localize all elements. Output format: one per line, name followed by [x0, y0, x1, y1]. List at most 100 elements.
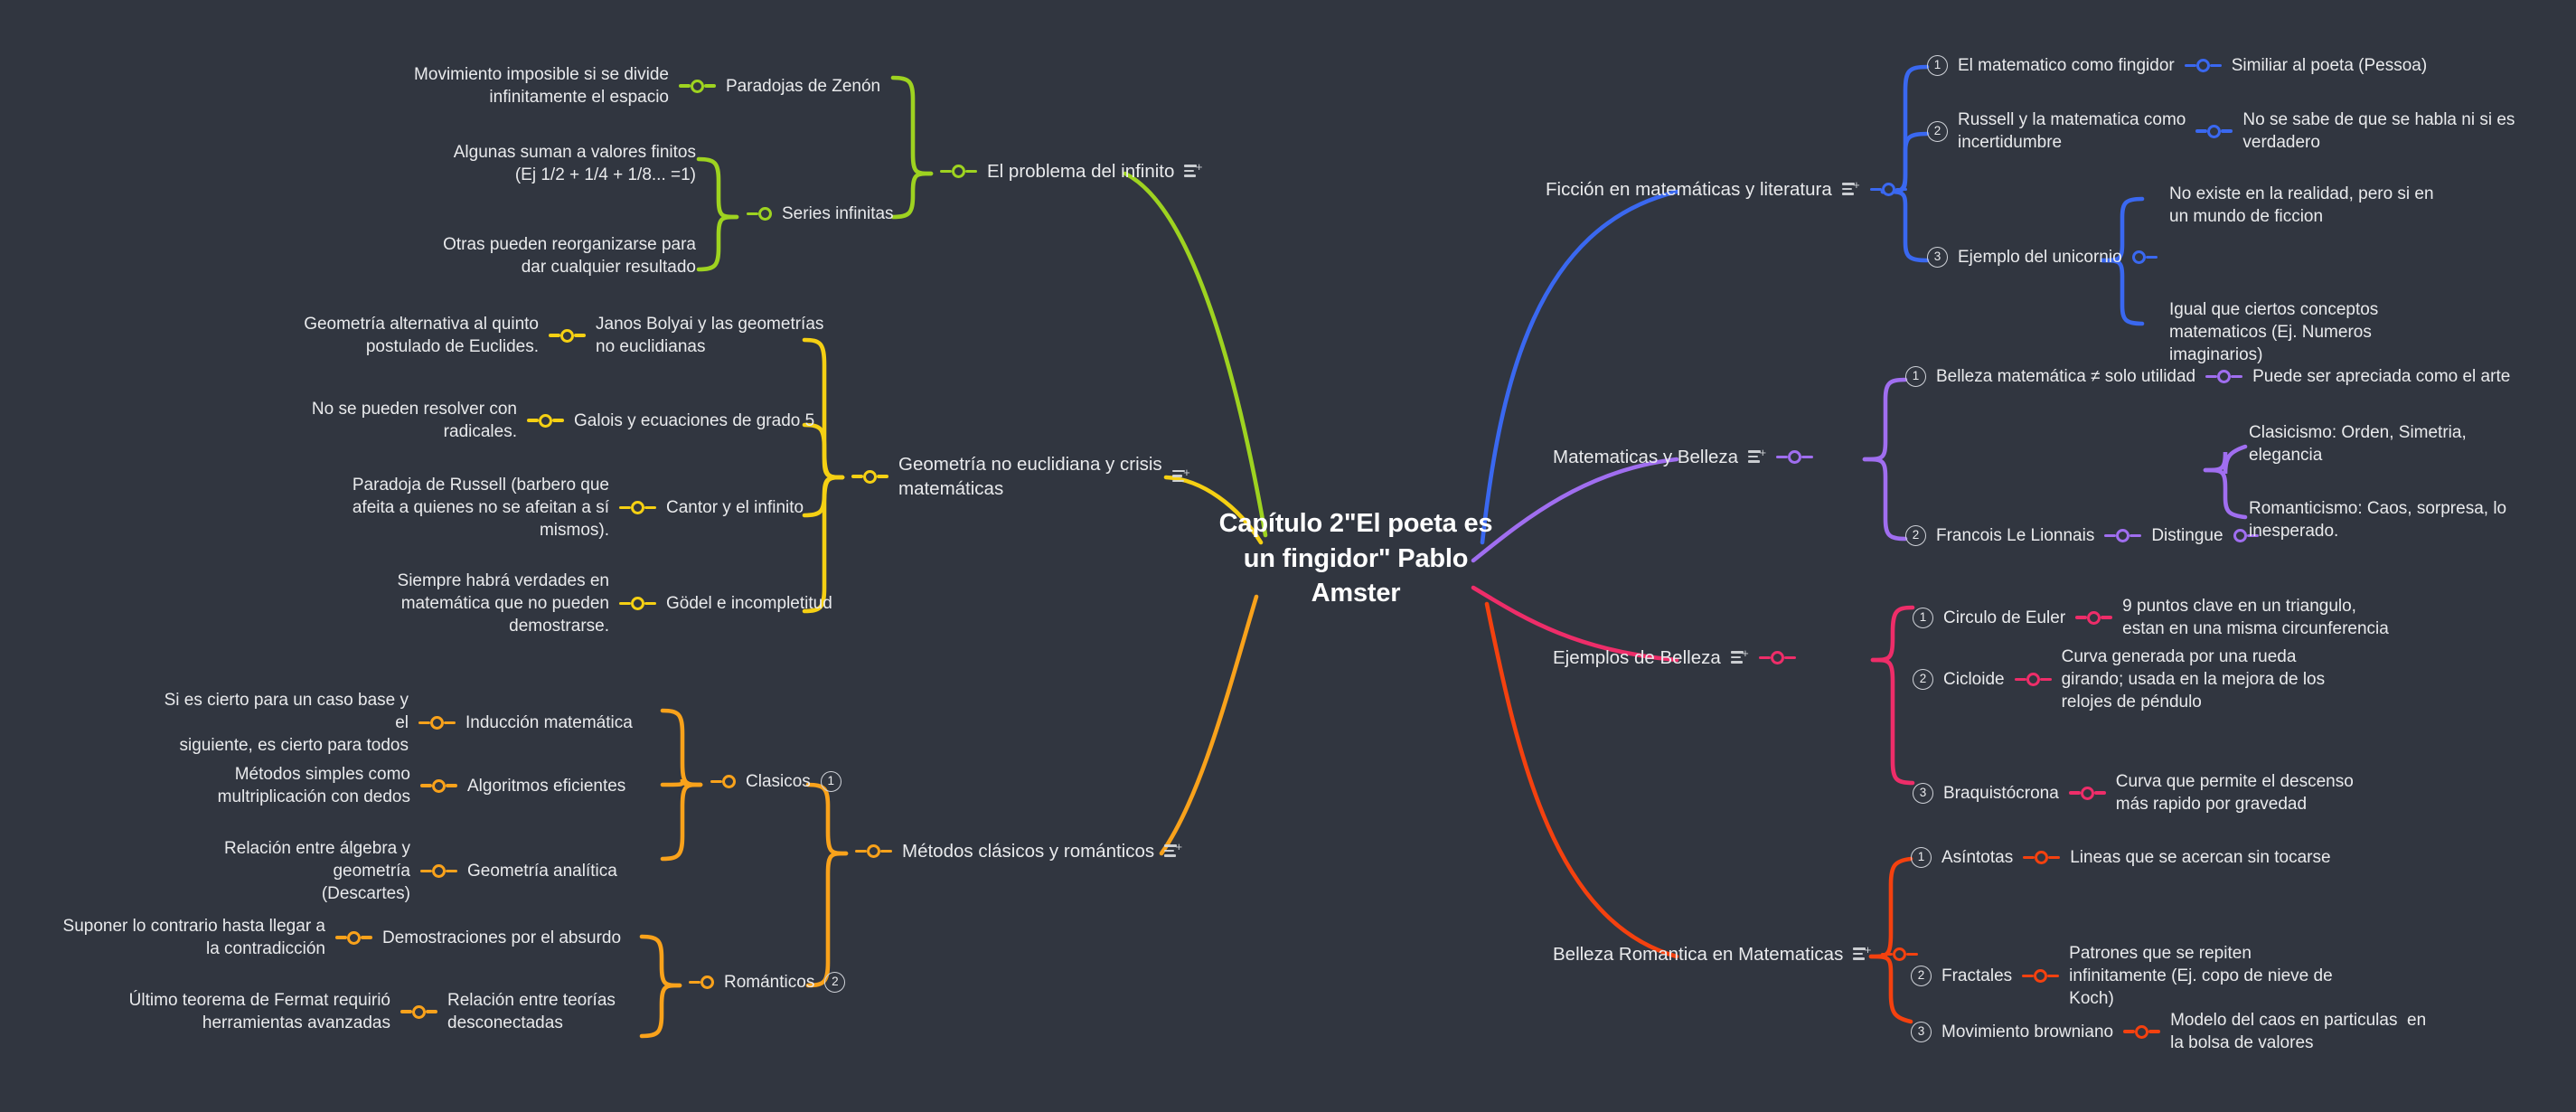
branch-geometria[interactable]: Geometría no euclidiana y crisis matemát…: [851, 452, 1190, 501]
node-handle[interactable]: [2184, 58, 2222, 74]
item-number: 3: [1927, 247, 1948, 269]
node-handle[interactable]: [2195, 123, 2233, 139]
geometria-child-1[interactable]: Geometría alternativa al quinto postulad…: [277, 313, 823, 358]
item-number: 3: [1911, 1021, 1932, 1042]
branch-metodos[interactable]: Métodos clásicos y románticos +: [855, 839, 1182, 863]
clasicos-child-2[interactable]: Métodos simples como multriplicación con…: [210, 763, 626, 808]
add-note-icon[interactable]: +: [1171, 466, 1190, 485]
node-handle[interactable]: [1869, 182, 1907, 198]
romantica-child-3[interactable]: 3 Movimiento browniano Modelo del caos e…: [1911, 1009, 2426, 1054]
node-handle[interactable]: [2023, 850, 2061, 866]
clasicos-child-3[interactable]: Relación entre álgebra y geometría (Desc…: [166, 837, 617, 905]
branch-ejemplos[interactable]: Ejemplos de Belleza +: [1553, 646, 1796, 670]
geometria-child-2[interactable]: No se pueden resolver con radicales. Gal…: [291, 398, 814, 443]
root-node[interactable]: Capítulo 2"El poeta es un fingidor" Pabl…: [1202, 506, 1509, 611]
item-number: 2: [1913, 669, 1933, 691]
item-detail: No existe en la realidad, pero si en un …: [2169, 184, 2434, 227]
metodos-group-clasicos[interactable]: Clasicos 1: [710, 770, 841, 793]
node-handle[interactable]: [710, 774, 736, 790]
item-detail: Romanticismo: Caos, sorpresa, lo inesper…: [2249, 499, 2507, 542]
item-detail: Curva que permite el descenso más rapido…: [2115, 772, 2354, 815]
belleza-child-1[interactable]: 1 Belleza matemática ≠ solo utilidad Pue…: [1905, 365, 2510, 388]
item-label: El matematico como fingidor: [1958, 56, 2175, 75]
root-title: Capítulo 2"El poeta es un fingidor" Pabl…: [1218, 509, 1493, 608]
geometria-child-4[interactable]: Siempre habrá verdades en matemática que…: [347, 570, 832, 637]
infinito-child-2[interactable]: Series infinitas: [747, 203, 894, 225]
node-handle[interactable]: [1758, 650, 1796, 666]
add-note-icon[interactable]: +: [1748, 447, 1766, 465]
node-handle[interactable]: [2068, 785, 2106, 801]
item-label: Ejemplo del unicornio: [1958, 248, 2122, 267]
item-label: Galois y ecuaciones de grado 5: [574, 410, 815, 430]
ejemplos-child-3[interactable]: 3 Braquistócrona Curva que permite el de…: [1913, 770, 2354, 815]
add-note-icon[interactable]: +: [1853, 944, 1871, 962]
item-label: Demostraciones por el absurdo: [382, 928, 622, 947]
node-handle[interactable]: [940, 164, 977, 180]
branch-infinito[interactable]: El problema del infinito +: [940, 159, 1202, 184]
node-handle[interactable]: [2075, 609, 2113, 626]
node-handle[interactable]: [2014, 672, 2052, 688]
romantica-child-2[interactable]: 2 Fractales Patrones que se repiten infi…: [1911, 942, 2333, 1010]
clasicos-child-1[interactable]: Si es cierto para un caso base y el sigu…: [146, 689, 633, 757]
item-label: Janos Bolyai y las geometrías no euclidi…: [596, 315, 824, 357]
node-handle[interactable]: [335, 929, 372, 946]
node-handle[interactable]: [2022, 968, 2060, 985]
node-handle[interactable]: [2205, 369, 2243, 385]
infinito-child-1[interactable]: Movimiento imposible si se divide infini…: [398, 63, 880, 108]
node-handle[interactable]: [855, 843, 892, 860]
item-detail: Último teorema de Fermat requirió herram…: [128, 991, 390, 1033]
node-handle[interactable]: [851, 468, 888, 485]
romanticos-child-1[interactable]: Suponer lo contrario hasta llegar a la c…: [54, 915, 622, 960]
ejemplos-child-1[interactable]: 1 Circulo de Euler 9 puntos clave en un …: [1913, 595, 2389, 640]
node-handle[interactable]: [2233, 528, 2259, 544]
ficcion-child-3[interactable]: 3 Ejemplo del unicornio: [1927, 246, 2158, 269]
item-label: Series infinitas: [782, 204, 894, 223]
node-handle[interactable]: [2131, 250, 2158, 266]
node-handle[interactable]: [420, 777, 457, 794]
branch-belleza[interactable]: Matematicas y Belleza +: [1553, 445, 1814, 469]
item-label: Fractales: [1941, 966, 2013, 986]
romantica-child-1[interactable]: 1 Asíntotas Lineas que se acercan sin to…: [1911, 846, 2331, 869]
ficcion-child-1[interactable]: 1 El matematico como fingidor Similiar a…: [1927, 54, 2427, 77]
item-detail: Siempre habrá verdades en matemática que…: [397, 571, 609, 636]
node-handle[interactable]: [2104, 528, 2142, 544]
node-handle[interactable]: [619, 500, 656, 516]
branch-ficcion[interactable]: Ficción en matemáticas y literatura +: [1546, 177, 1907, 202]
add-note-icon[interactable]: +: [1164, 841, 1182, 859]
node-handle[interactable]: [549, 327, 586, 344]
branch-ejemplos-label: Ejemplos de Belleza: [1553, 647, 1721, 668]
node-handle[interactable]: [418, 715, 456, 731]
node-handle[interactable]: [420, 863, 457, 880]
node-handle[interactable]: [527, 412, 564, 429]
branch-romantica[interactable]: Belleza Romantica en Matematicas +: [1553, 942, 1919, 966]
ficcion-child-3-detail-2: Igual que ciertos conceptos matematicos …: [2169, 298, 2378, 366]
node-handle[interactable]: [1776, 449, 1814, 466]
item-label: Asíntotas: [1941, 848, 2014, 867]
metodos-group-romanticos[interactable]: Románticos 2: [689, 971, 846, 994]
item-detail: 9 puntos clave en un triangulo, estan en…: [2122, 597, 2389, 639]
item-number: 1: [1927, 55, 1948, 77]
item-number: 2: [1911, 966, 1932, 987]
item-label: Algoritmos eficientes: [467, 776, 626, 796]
node-handle[interactable]: [689, 975, 714, 991]
ficcion-child-2[interactable]: 2 Russell y la matematica como incertidu…: [1927, 108, 2515, 154]
item-label: Russell y la matematica como incertidumb…: [1958, 110, 2186, 153]
node-handle[interactable]: [679, 78, 716, 94]
romanticos-child-2[interactable]: Último teorema de Fermat requirió herram…: [118, 989, 616, 1034]
add-note-icon[interactable]: +: [1184, 161, 1202, 179]
item-detail: Puede ser apreciada como el arte: [2252, 367, 2511, 386]
belleza-child-2-detail-2: Romanticismo: Caos, sorpresa, lo inesper…: [2249, 497, 2506, 542]
item-detail: Clasicismo: Orden, Simetria, elegancia: [2249, 423, 2467, 466]
node-handle[interactable]: [747, 206, 772, 222]
item-label: Paradojas de Zenón: [726, 76, 881, 96]
add-note-icon[interactable]: +: [1841, 179, 1860, 197]
geometria-child-3[interactable]: Paradoja de Russell (barbero que afeita …: [338, 474, 804, 542]
node-handle[interactable]: [619, 596, 656, 612]
item-number: 3: [1913, 782, 1933, 804]
add-note-icon[interactable]: +: [1730, 647, 1749, 665]
belleza-child-2[interactable]: 2 Francois Le Lionnais Distingue: [1905, 524, 2259, 547]
node-handle[interactable]: [400, 1004, 437, 1020]
ejemplos-child-2[interactable]: 2 Cicloide Curva generada por una rueda …: [1913, 646, 2325, 713]
item-number: 2: [1905, 525, 1926, 547]
node-handle[interactable]: [2123, 1023, 2161, 1040]
